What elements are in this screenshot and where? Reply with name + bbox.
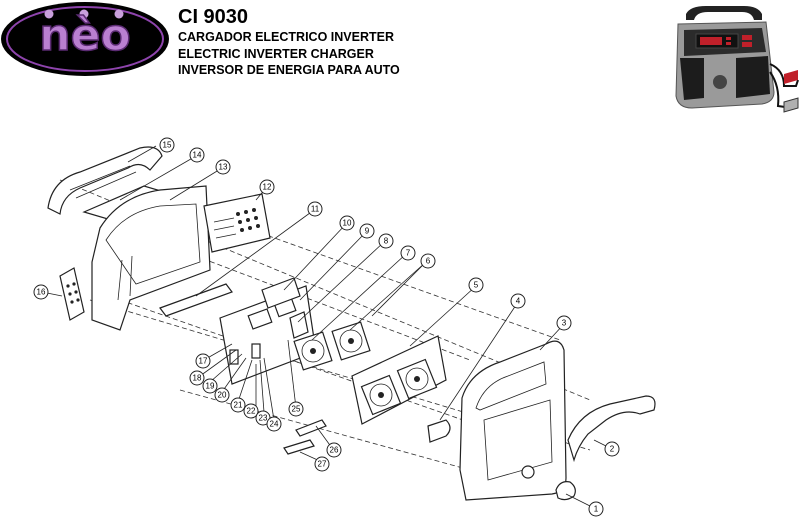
callout-23: 23 xyxy=(255,410,271,426)
callout-19: 19 xyxy=(202,378,218,394)
part-7-fan xyxy=(293,331,333,371)
main-pcb xyxy=(219,285,317,385)
callout-9: 9 xyxy=(359,223,375,239)
svg-text:7: 7 xyxy=(406,249,411,258)
callout-1: 1 xyxy=(588,501,604,517)
svg-text:2: 2 xyxy=(610,445,615,454)
battery-charger-photo xyxy=(666,2,800,118)
part-13-rear-housing xyxy=(91,185,211,331)
svg-text:4: 4 xyxy=(516,297,521,306)
callout-20: 20 xyxy=(214,387,230,403)
svg-text:9: 9 xyxy=(365,227,370,236)
svg-text:19: 19 xyxy=(206,382,215,391)
callout-6: 6 xyxy=(420,253,436,269)
callout-14: 14 xyxy=(189,147,205,163)
svg-text:10: 10 xyxy=(343,219,352,228)
callout-22: 22 xyxy=(243,403,259,419)
svg-text:17: 17 xyxy=(199,357,208,366)
svg-text:14: 14 xyxy=(193,151,202,160)
model-title: CI 9030 xyxy=(178,6,249,28)
svg-text:21: 21 xyxy=(234,401,243,410)
callout-27: 27 xyxy=(314,456,330,472)
callout-8: 8 xyxy=(378,233,394,249)
svg-text:22: 22 xyxy=(247,407,256,416)
title-line-en: ELECTRIC INVERTER CHARGER xyxy=(178,47,374,61)
callout-12: 12 xyxy=(259,179,275,195)
svg-text:15: 15 xyxy=(163,141,172,150)
part-27-clip xyxy=(283,439,315,455)
logo-text: nèo xyxy=(39,10,130,61)
callout-17: 17 xyxy=(195,353,211,369)
part-2-handle-grip xyxy=(567,395,656,463)
svg-text:24: 24 xyxy=(270,420,279,429)
callout-11: 11 xyxy=(307,201,323,217)
callout-13: 13 xyxy=(215,159,231,175)
callout-26: 26 xyxy=(326,442,342,458)
svg-text:13: 13 xyxy=(219,163,228,172)
svg-text:5: 5 xyxy=(474,281,479,290)
svg-text:6: 6 xyxy=(426,257,431,266)
callout-2: 2 xyxy=(604,441,620,457)
title-line-es2: INVERSOR DE ENERGIA PARA AUTO xyxy=(178,63,400,77)
callout-21: 21 xyxy=(230,397,246,413)
callout-3: 3 xyxy=(556,315,572,331)
part-26-clip xyxy=(295,419,327,437)
svg-text:12: 12 xyxy=(263,183,272,192)
part-4-socket xyxy=(427,419,451,443)
svg-text:18: 18 xyxy=(193,374,202,383)
svg-text:11: 11 xyxy=(311,205,320,214)
callout-7: 7 xyxy=(400,245,416,261)
part-11-display-board xyxy=(159,283,233,317)
callout-24: 24 xyxy=(266,416,282,432)
part-12-side-panel xyxy=(203,193,271,253)
svg-text:27: 27 xyxy=(318,460,327,469)
svg-text:25: 25 xyxy=(292,405,301,414)
part-5-fan-panel xyxy=(351,335,447,425)
part-16-vent-cover xyxy=(59,267,85,321)
svg-text:16: 16 xyxy=(37,288,46,297)
neo-logo: nèo xyxy=(1,2,169,76)
title-line-es: CARGADOR ELECTRICO INVERTER xyxy=(178,30,394,44)
part-3-front-housing xyxy=(459,340,567,501)
callout-16: 16 xyxy=(33,284,49,300)
callout-5: 5 xyxy=(468,277,484,293)
part-14-plate xyxy=(82,185,180,223)
svg-text:8: 8 xyxy=(384,237,389,246)
callout-25: 25 xyxy=(288,401,304,417)
part-6-fan xyxy=(331,321,371,361)
callout-4: 4 xyxy=(510,293,526,309)
callout-18: 18 xyxy=(189,370,205,386)
svg-text:3: 3 xyxy=(562,319,567,328)
callout-10: 10 xyxy=(339,215,355,231)
svg-text:26: 26 xyxy=(330,446,339,455)
part-1-knob xyxy=(555,481,576,501)
callout-15: 15 xyxy=(159,137,175,153)
svg-text:23: 23 xyxy=(259,414,268,423)
part-15-top-grip xyxy=(47,146,163,215)
svg-text:1: 1 xyxy=(594,505,599,514)
svg-text:20: 20 xyxy=(218,391,227,400)
